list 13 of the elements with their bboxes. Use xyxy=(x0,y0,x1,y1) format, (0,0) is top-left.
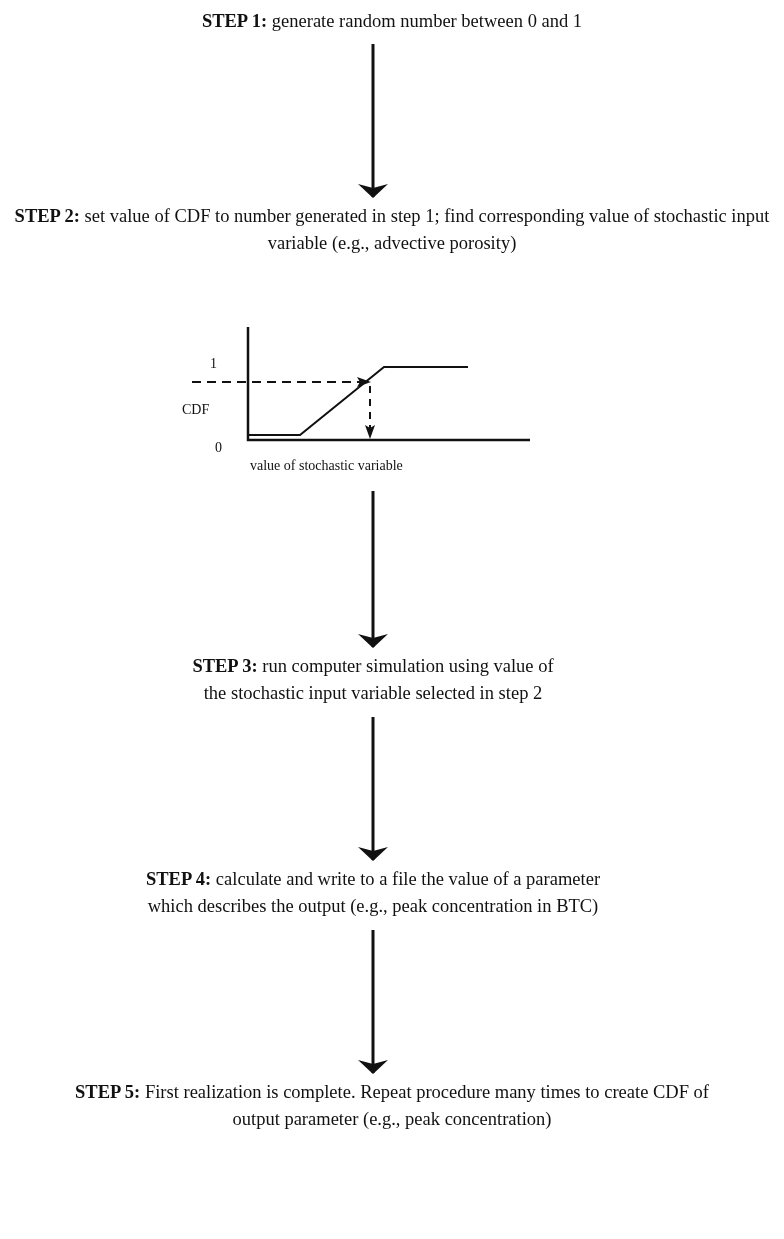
step-text: STEP 4: calculate and write to a file the value of a parameter which describes the output (e.g., peak concentration in BTC) xyxy=(144,868,602,918)
arrow xyxy=(358,44,388,198)
step-text: STEP 1: generate random number between 0 and 1 xyxy=(201,10,583,33)
axis-label: 1 xyxy=(210,356,217,372)
axis-label: CDF xyxy=(182,402,210,418)
arrow xyxy=(358,491,388,648)
step-text: STEP 5: First realization is complete. Repeat procedure many times to create CDF of output parameter (e.g., peak concentration) xyxy=(74,1081,710,1131)
arrow xyxy=(358,717,388,861)
axis-label: value of stochastic variable xyxy=(250,458,403,474)
step-text: STEP 2: set value of CDF to number generated in step 1; find corresponding value of stochastic input variable (e.g., advective porosity) xyxy=(13,205,771,255)
axis-label: 0 xyxy=(215,440,222,456)
step-text: STEP 3: run computer simulation using value of the stochastic input variable selected in step 2 xyxy=(191,655,555,705)
arrow xyxy=(358,930,388,1074)
